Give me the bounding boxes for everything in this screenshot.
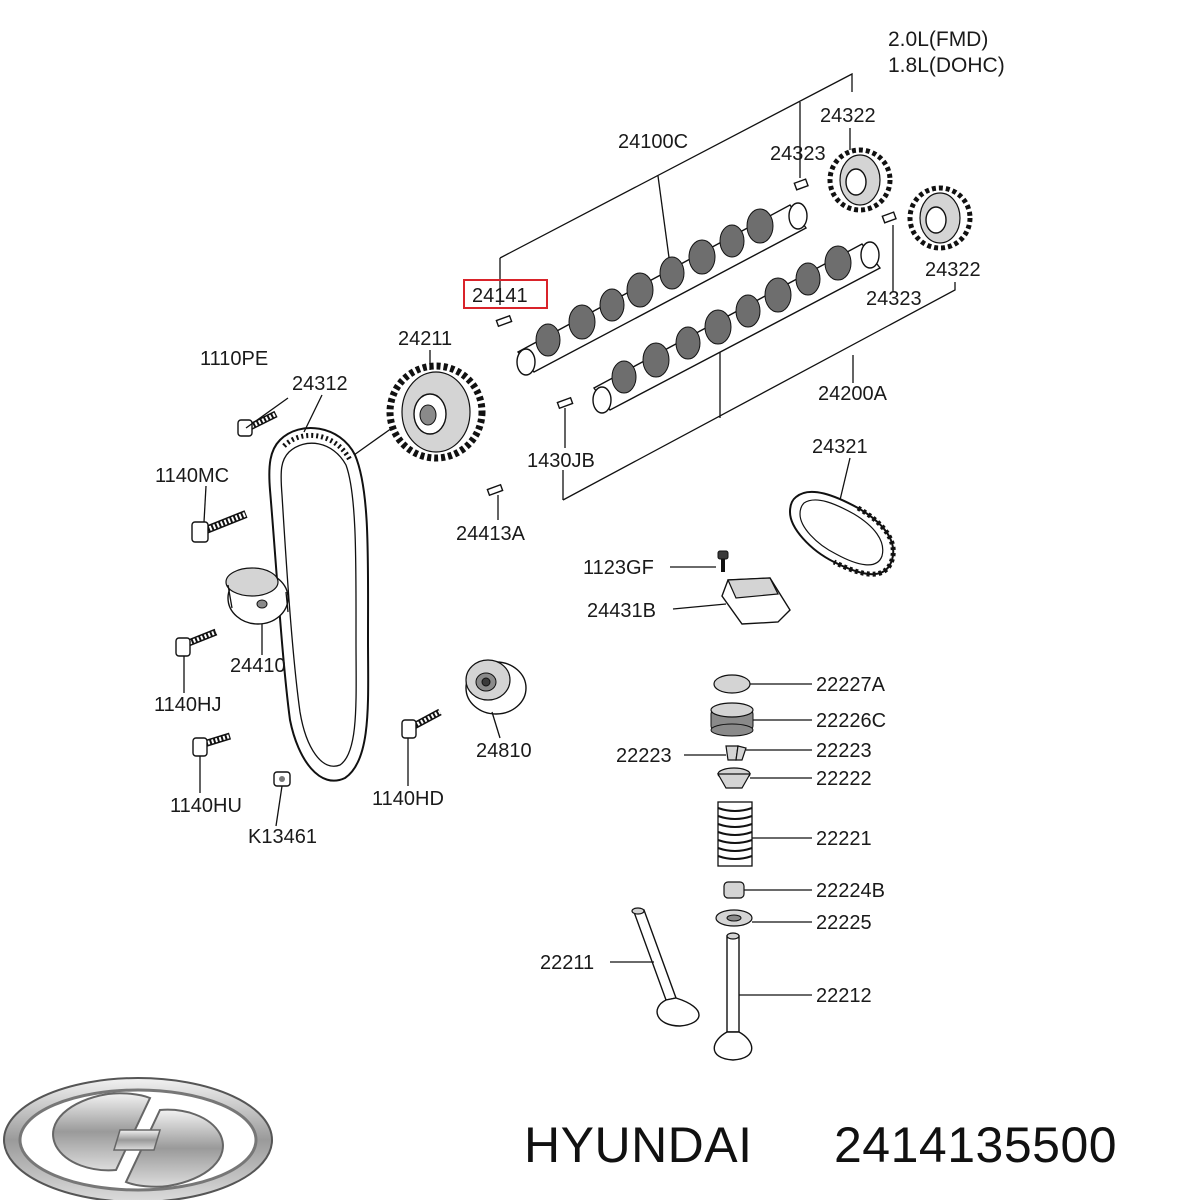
timing-sprocket-24211	[386, 362, 486, 462]
label-24323-top: 24323	[770, 143, 826, 165]
engine-spec-line-1: 2.0L(FMD)	[888, 28, 988, 51]
spring-retainer-22222	[716, 767, 752, 789]
pin-1430JB	[556, 396, 574, 410]
drive-belt-24321	[788, 490, 896, 577]
label-1110PE: 1110PE	[200, 348, 268, 370]
key-24323-upper	[793, 178, 809, 191]
label-22222: 22222	[816, 768, 872, 790]
bolt-1140HD	[401, 708, 442, 739]
label-24431B: 24431B	[587, 600, 656, 622]
lifter-22226C	[710, 702, 754, 737]
label-24211: 24211	[398, 328, 452, 350]
label-24410: 24410	[230, 655, 286, 677]
label-22211: 22211	[540, 952, 594, 974]
idler-pulley-24810	[465, 659, 527, 715]
pin-24413A	[486, 483, 504, 497]
bolt-1110PE	[237, 410, 278, 437]
leader-lines	[183, 350, 851, 996]
label-22224B: 22224B	[816, 880, 885, 902]
label-24100C: 24100C	[618, 131, 688, 153]
tensioner-pulley-24410	[225, 567, 289, 625]
key-24323-lower	[881, 211, 897, 224]
label-24321: 24321	[812, 436, 868, 458]
camshaft-lower	[592, 241, 882, 414]
label-24322-right: 24322	[925, 259, 981, 281]
label-24323-right: 24323	[866, 288, 922, 310]
label-24810: 24810	[476, 740, 532, 762]
label-1140MC: 1140MC	[155, 465, 229, 487]
label-24312: 24312	[292, 373, 348, 395]
label-1140HD: 1140HD	[372, 788, 444, 810]
label-24200A: 24200A	[818, 383, 888, 405]
valve-cap-22227A	[713, 674, 751, 694]
label-1123GF: 1123GF	[583, 557, 654, 579]
engine-spec-line-2: 1.8L(DOHC)	[888, 54, 1005, 77]
part-labels: 24322 24323 24100C 24141 24322 24323 242…	[154, 105, 981, 1007]
highlight-box-24141	[463, 279, 548, 309]
label-22225: 22225	[816, 912, 872, 934]
bolt-1140HJ	[175, 628, 218, 657]
valve-spring-22221	[717, 801, 753, 867]
pin-24141	[495, 314, 513, 328]
label-1140HU: 1140HU	[170, 795, 242, 817]
valve-keeper-22223	[725, 745, 747, 761]
label-22227A: 22227A	[816, 674, 886, 696]
label-22221: 22221	[816, 828, 872, 850]
part-number: 2414135500	[834, 1117, 1117, 1173]
cam-sprocket-lower	[907, 185, 973, 251]
timing-belt-24312	[268, 427, 370, 782]
label-24141: 24141	[472, 285, 528, 307]
hyundai-logo-icon	[3, 1077, 273, 1200]
brand-name: HYUNDAI	[524, 1117, 753, 1173]
cover-plate-24431B	[721, 577, 791, 625]
bolt-1140HU	[192, 732, 232, 757]
label-22223-right: 22223	[816, 740, 872, 762]
label-24322-top: 24322	[820, 105, 876, 127]
label-1430JB: 1430JB	[527, 450, 595, 472]
nut-K13461	[273, 771, 291, 787]
valve-seal-22224B	[723, 881, 745, 899]
camshaft-upper	[516, 202, 808, 376]
bolt-1140MC	[191, 510, 248, 543]
label-22226C: 22226C	[816, 710, 886, 732]
label-22212: 22212	[816, 985, 872, 1007]
bolt-1123GF	[717, 550, 729, 572]
spring-seat-22225	[715, 909, 753, 927]
assembly-bracket-lines	[499, 72, 956, 501]
label-24413A: 24413A	[456, 523, 526, 545]
valve-22211	[631, 907, 700, 1027]
valve-22212	[713, 932, 753, 1061]
label-22223-left: 22223	[616, 745, 672, 767]
label-K13461: K13461	[248, 826, 317, 848]
cam-sprocket-upper	[827, 147, 893, 213]
label-1140HJ: 1140HJ	[154, 694, 221, 716]
